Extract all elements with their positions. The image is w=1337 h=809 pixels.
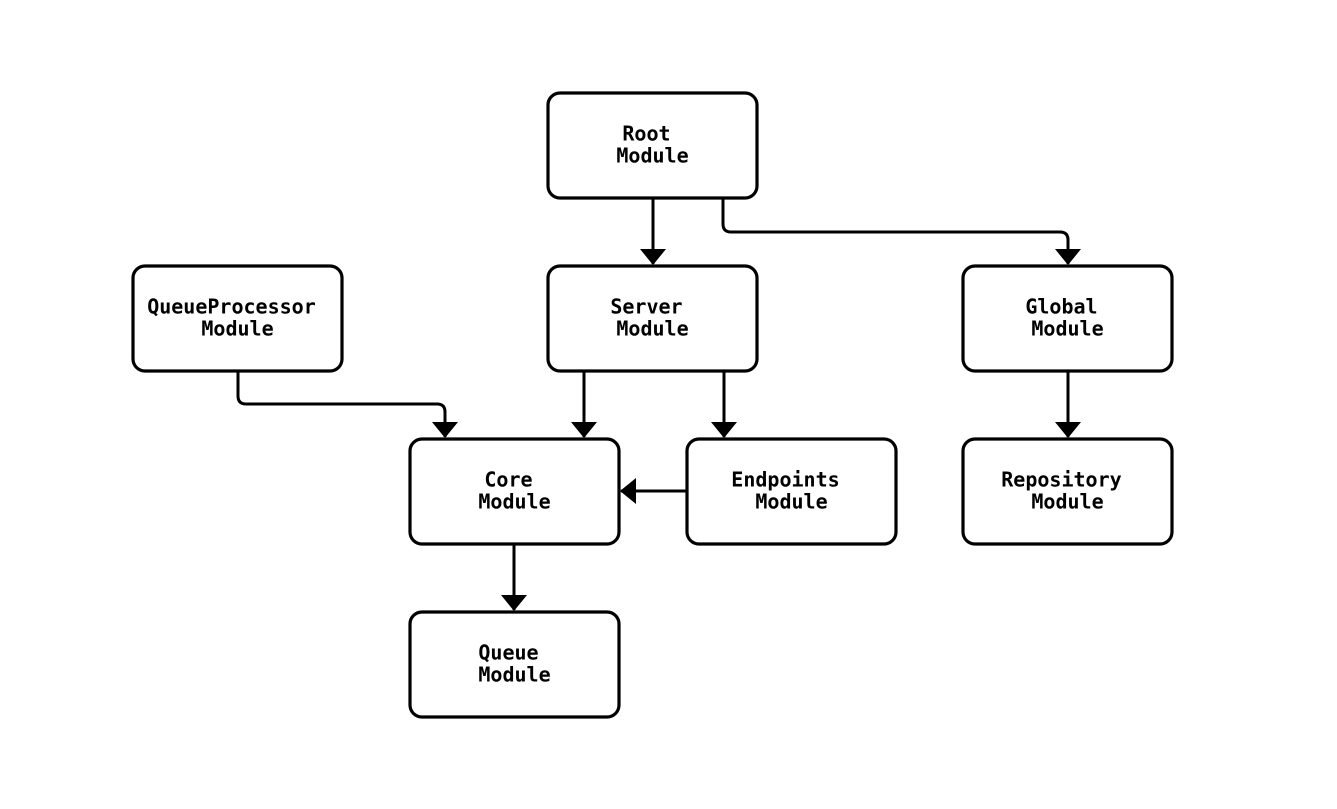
edge-queueprocessor-to-core (236, 371, 458, 438)
node-queue-module-box (408, 610, 621, 719)
node-root-module-label: Root Module (616, 122, 688, 168)
node-server-module-box (546, 264, 759, 373)
node-core-module-label: Core Module (478, 468, 550, 514)
node-repository-module-label-line1: Repository (1001, 468, 1121, 492)
node-server-module-label-line1: Server (610, 295, 682, 319)
node-queue-module-label: Queue Module (478, 641, 550, 687)
node-root-module-label-line2: Module (616, 144, 688, 168)
node-repository-module-label: Repository Module (1001, 468, 1133, 514)
node-repository-module: Repository Module (961, 437, 1174, 546)
node-queue-module: Queue Module (408, 610, 621, 719)
node-root-module-box (546, 91, 759, 200)
node-queue-module-label-line1: Queue (478, 641, 538, 665)
node-core-module-label-line2: Module (478, 490, 550, 514)
node-queueprocessor-module-label-line1: QueueProcessor (147, 295, 316, 319)
node-queueprocessor-module: QueueProcessor Module (131, 264, 344, 373)
node-global-module-box (961, 264, 1174, 373)
node-queueprocessor-module-label-line2: Module (201, 317, 273, 341)
node-endpoints-module-label-line1: Endpoints (731, 468, 839, 492)
node-endpoints-module-box (685, 437, 898, 546)
node-core-module-label-line1: Core (484, 468, 532, 492)
node-global-module-label-line1: Global (1025, 295, 1097, 319)
node-queueprocessor-module-label: QueueProcessor Module (147, 295, 328, 341)
node-repository-module-label-line2: Module (1031, 490, 1103, 514)
node-endpoints-module: Endpoints Module (685, 437, 898, 546)
node-server-module-label: Server Module (610, 295, 694, 341)
node-global-module-label: Global Module (1025, 295, 1109, 341)
node-global-module-label-line2: Module (1031, 317, 1103, 341)
node-root-module: Root Module (546, 91, 759, 200)
node-endpoints-module-label: Endpoints Module (731, 468, 851, 514)
node-core-module-box (408, 437, 621, 546)
node-queue-module-label-line2: Module (478, 663, 550, 687)
edge-root-to-global (721, 198, 1081, 265)
node-server-module-label-line2: Module (616, 317, 688, 341)
node-endpoints-module-label-line2: Module (755, 490, 827, 514)
node-queueprocessor-module-box (131, 264, 344, 373)
node-repository-module-box (961, 437, 1174, 546)
node-core-module: Core Module (408, 437, 621, 546)
node-global-module: Global Module (961, 264, 1174, 373)
node-server-module: Server Module (546, 264, 759, 373)
node-root-module-label-line1: Root (622, 122, 670, 146)
